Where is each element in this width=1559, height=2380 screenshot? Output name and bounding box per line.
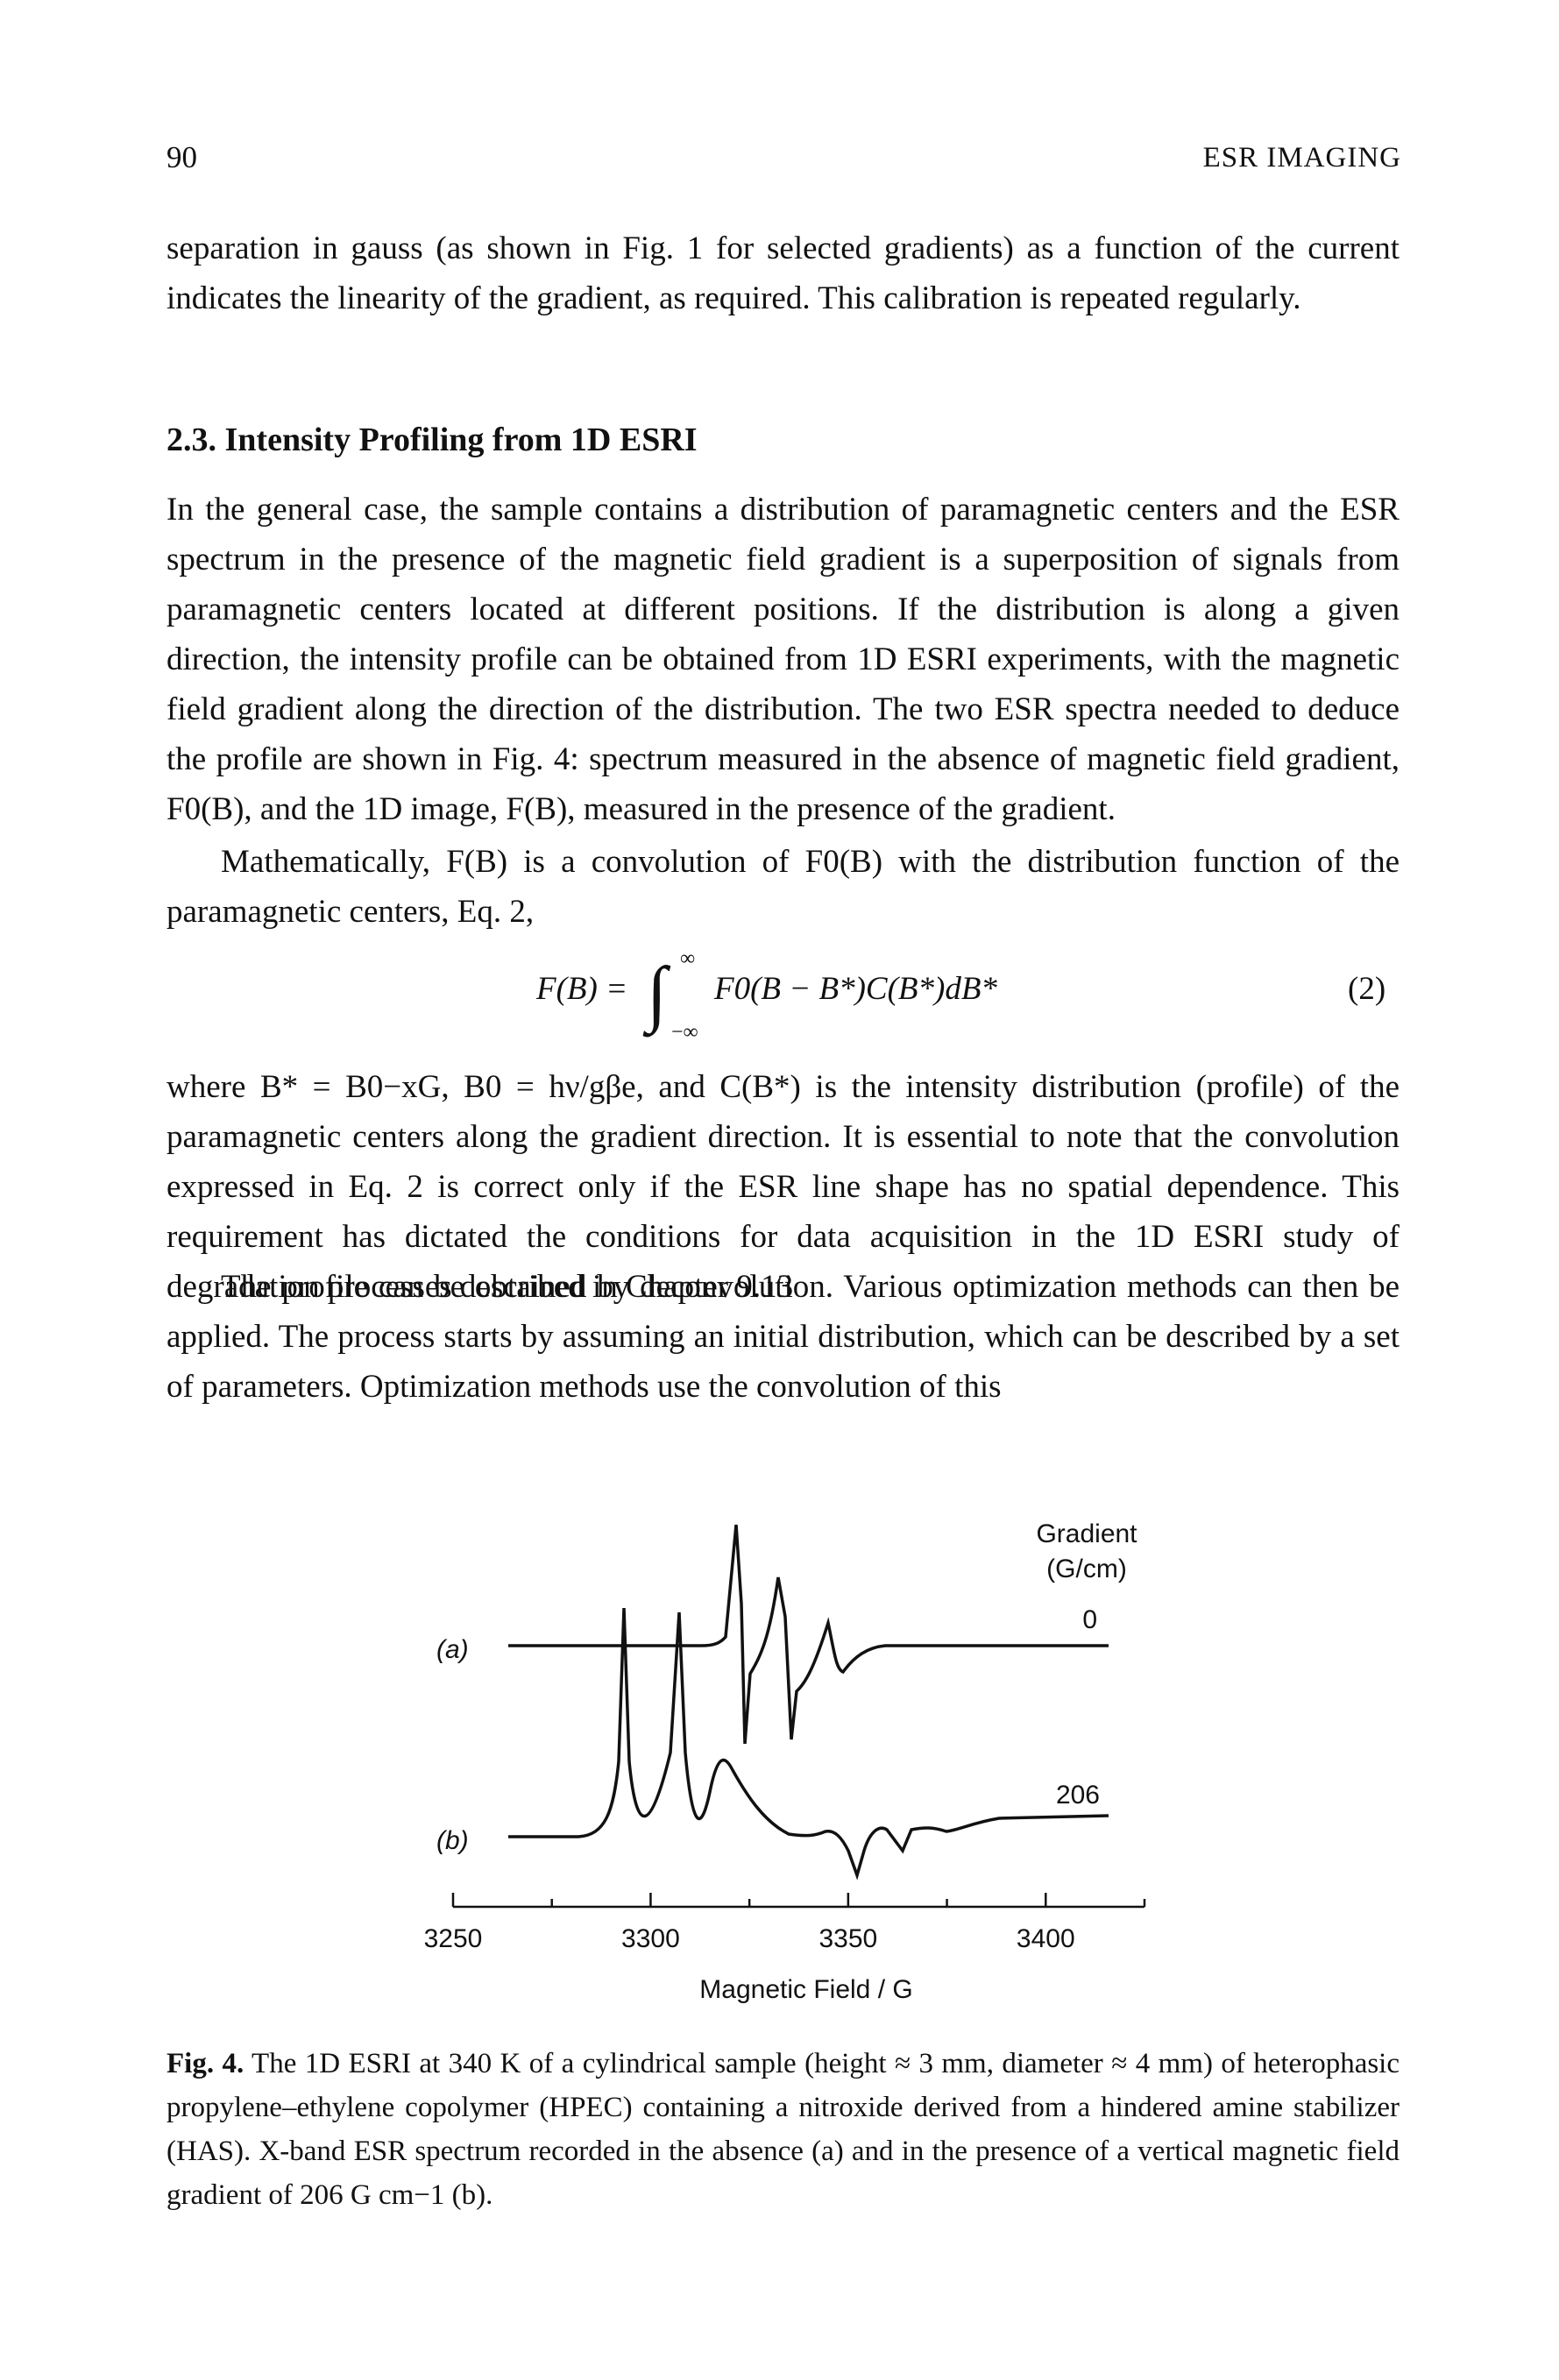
x-tick-label: 3400 (1017, 1924, 1075, 1953)
equation-lhs: F(B) = (536, 971, 628, 1007)
equation-number: (2) (1348, 971, 1386, 1007)
section-title: Intensity Profiling from 1D ESRI (224, 421, 698, 458)
figure: Gradient (G/cm) 0 206 (a) (b) Magnetic F… (0, 1490, 1559, 2015)
section-heading: 2.3. Intensity Profiling from 1D ESRI (167, 421, 698, 459)
x-tick-label: 3250 (424, 1924, 483, 1953)
caption-text: The 1D ESRI at 340 K of a cylindrical sa… (167, 2048, 1400, 2211)
series-label-a: (a) (436, 1635, 469, 1664)
x-tick-label: 3350 (818, 1924, 877, 1953)
section-number: 2.3. (167, 421, 216, 458)
equation: F(B) = ∫ ∞ −∞ F0(B − B*)C(B*)dB* (2) (0, 947, 1559, 1047)
spectrum-b (508, 1607, 1109, 1881)
caption-label: Fig. 4. (167, 2048, 244, 2079)
figure-caption: Fig. 4. The 1D ESRI at 340 K of a cylind… (167, 2042, 1400, 2217)
gradient-value-b: 206 (1056, 1781, 1100, 1810)
series-label-b: (b) (436, 1826, 469, 1855)
integral-sign: ∫ (647, 953, 668, 1034)
spectrum-a (508, 1524, 1109, 1745)
legend-title-line2: (G/cm) (1046, 1555, 1127, 1583)
paragraph: where B* = B0−xG, B0 = hν/gβe, and C(B*)… (167, 1069, 1400, 1305)
legend-title-line1: Gradient (1036, 1519, 1137, 1548)
paragraph: Mathematically, F(B) is a convolution of… (167, 844, 1400, 930)
integral-upper-limit: ∞ (680, 947, 696, 970)
integral-lower-limit: −∞ (671, 1021, 698, 1044)
running-head: ESR IMAGING (1202, 142, 1401, 174)
paragraph: separation in gauss (as shown in Fig. 1 … (167, 230, 1400, 316)
equation-rhs: F0(B − B*)C(B*)dB* (714, 971, 997, 1007)
paragraph: The profile can be obtained by deconvolu… (167, 1269, 1400, 1405)
esr-spectra-chart: Gradient (G/cm) 0 206 (a) (b) Magnetic F… (424, 1519, 1146, 2004)
x-axis-label: Magnetic Field / G (699, 1975, 912, 2004)
paragraph: In the general case, the sample contains… (167, 492, 1400, 827)
gradient-value-a: 0 (1082, 1605, 1097, 1634)
x-tick-label: 3300 (621, 1924, 680, 1953)
page-number: 90 (167, 140, 197, 174)
